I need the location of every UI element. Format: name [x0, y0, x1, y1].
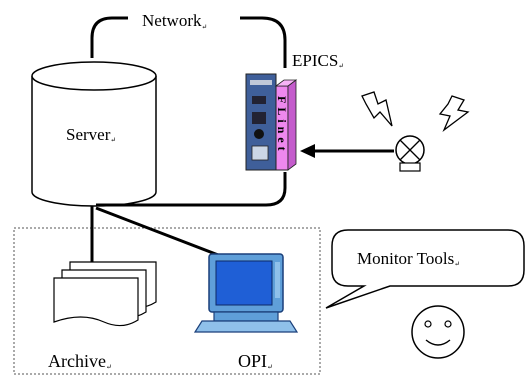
flinet-card-label: FLinet	[275, 96, 289, 155]
server-label: Server↵	[66, 125, 116, 144]
client-area-box	[13, 227, 321, 375]
sensor-arrowhead	[300, 144, 315, 158]
network-link	[90, 16, 128, 58]
smiley-face-icon	[411, 305, 465, 359]
network-label: Network↵	[142, 11, 207, 31]
lamp-icon	[395, 135, 425, 172]
monitor-tools-label: Monitor Tools↵	[357, 249, 460, 268]
lightning-icon	[438, 95, 470, 132]
plc-module-icon	[245, 73, 298, 171]
epics-label: EPICS↵	[292, 51, 344, 70]
server-cylinder-icon	[31, 61, 157, 207]
opi-label: OPI↵	[238, 351, 273, 371]
archive-label: Archive↵	[48, 351, 112, 371]
computer-icon	[193, 253, 299, 333]
network-link-right	[240, 16, 287, 68]
document-stack-icon	[53, 261, 157, 327]
speech-bubble-icon	[325, 229, 525, 309]
server-plc-link	[96, 172, 287, 207]
lightning-icon	[361, 91, 393, 127]
